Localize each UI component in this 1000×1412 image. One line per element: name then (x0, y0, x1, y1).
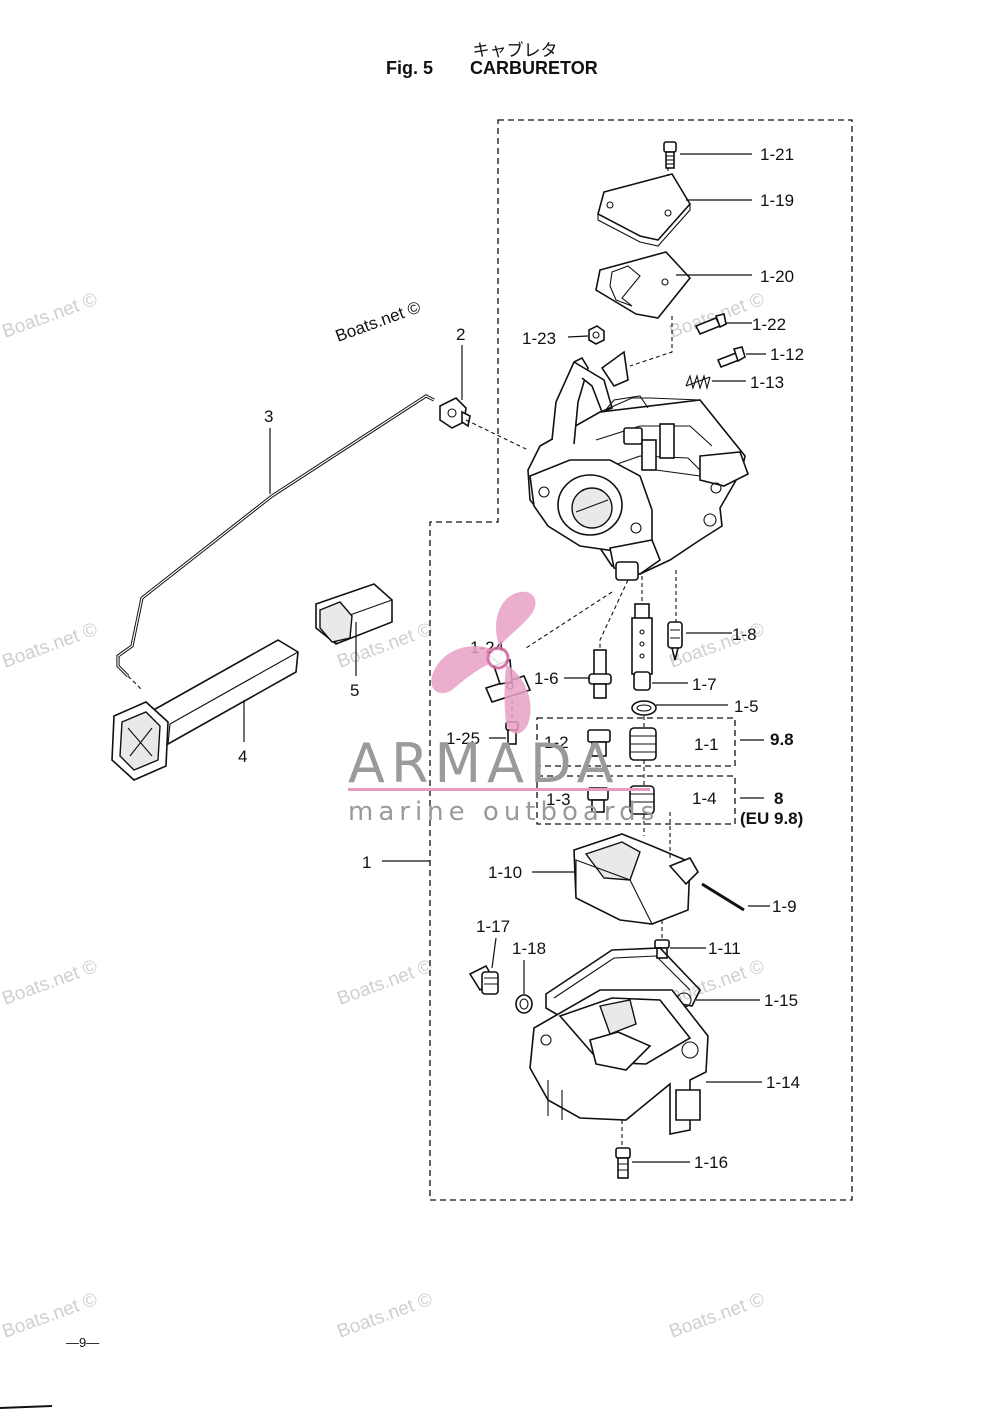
armada-watermark: ARMADA marine outboards (348, 732, 659, 827)
screw-1-12 (716, 346, 746, 369)
cover-plate-1-19 (597, 173, 691, 247)
scan-edge-line (0, 1405, 53, 1409)
page-number: —9— (66, 1335, 100, 1350)
propeller-logo-icon (431, 591, 536, 734)
label-1-5: 1-5 (734, 697, 759, 716)
screw-1-11 (654, 939, 670, 959)
watermark-boats: Boats.net © (0, 619, 100, 673)
label-1-25: 1-25 (446, 729, 480, 748)
carburetor-body (527, 350, 749, 581)
watermark-boats: Boats.net © (667, 1289, 768, 1343)
label-1-22: 1-22 (752, 315, 786, 334)
armada-stripe (348, 788, 650, 791)
main-nozzle-1-6 (588, 649, 612, 699)
label-3: 3 (264, 407, 273, 426)
label-1-2: 1-2 (544, 733, 569, 752)
drain-o-ring-1-18 (515, 994, 533, 1014)
label-1-14: 1-14 (766, 1073, 800, 1092)
leader-lines (127, 153, 770, 1163)
label-1-10: 1-10 (488, 863, 522, 882)
screw-1-22 (694, 313, 727, 336)
label-1-13: 1-13 (750, 373, 784, 392)
screw-1-21 (663, 141, 677, 169)
watermark-boats: Boats.net © (0, 289, 100, 343)
label-1-4: 1-4 (692, 789, 717, 808)
o-ring-1-5 (631, 700, 657, 716)
rod-clip-2 (439, 397, 471, 429)
figure-number: Fig. 5 (386, 58, 434, 78)
assembly-1-boundary (429, 119, 853, 1201)
needle-valve-1-8 (667, 621, 683, 661)
label-1-9: 1-9 (772, 897, 797, 916)
label-1: 1 (362, 853, 371, 872)
watermark-boats: Boats.net © (335, 1289, 436, 1343)
title-japanese: キャブレタ (472, 41, 558, 61)
main-jet-1-4 (629, 785, 655, 815)
label-1-8: 1-8 (732, 625, 757, 644)
float-bowl-1-14 (529, 989, 709, 1135)
callout-labels: 1-21 1-19 1-20 1-22 1-23 1-12 1-13 2 3 1… (238, 145, 804, 1172)
float-pin-1-9 (701, 882, 745, 912)
nut-1-23 (588, 325, 605, 345)
watermark-boats-dark: Boats.net © (333, 297, 424, 345)
figure-title: Fig. 5 CARBURETOR (386, 58, 598, 79)
label-1-3: 1-3 (546, 790, 571, 809)
armada-brand-subtext: marine outboards (348, 797, 659, 827)
label-1-15: 1-15 (764, 991, 798, 1010)
armada-brand-text: ARMADA (348, 732, 620, 795)
label-2: 2 (456, 325, 465, 344)
watermark-boats: Boats.net © (335, 956, 436, 1010)
drain-screw-1-17 (468, 964, 499, 995)
label-1-16: 1-16 (694, 1153, 728, 1172)
label-1-20: 1-20 (760, 267, 794, 286)
label-1-6: 1-6 (534, 669, 559, 688)
label-1-23: 1-23 (522, 329, 556, 348)
choke-knob-4 (111, 639, 299, 781)
emulsion-tube-1-7 (631, 603, 653, 691)
gasket-1-20 (595, 251, 692, 319)
main-jet-1-1 (629, 727, 657, 761)
pilot-jet-1-2 (587, 729, 611, 757)
float-1-10 (573, 833, 699, 925)
spring-1-13 (685, 374, 711, 391)
jet-kit-box-9-8 (536, 717, 736, 767)
screw-1-16 (615, 1147, 631, 1179)
label-1-21: 1-21 (760, 145, 794, 164)
label-model-9-8: 9.8 (770, 730, 794, 749)
label-1-18: 1-18 (512, 939, 546, 958)
label-model-8: 8 (774, 789, 783, 808)
label-4: 4 (238, 747, 247, 766)
label-1-7: 1-7 (692, 675, 717, 694)
label-1-19: 1-19 (760, 191, 794, 210)
label-1-17: 1-17 (476, 917, 510, 936)
label-1-12: 1-12 (770, 345, 804, 364)
figure-title-text: CARBURETOR (470, 58, 598, 78)
label-5: 5 (350, 681, 359, 700)
label-model-eu-9-8: (EU 9.8) (740, 809, 803, 828)
label-1-11: 1-11 (708, 939, 741, 958)
watermark-boats: Boats.net © (0, 956, 100, 1010)
jet-kit-box-8 (536, 775, 736, 825)
grommet-5 (315, 583, 393, 645)
label-1-1: 1-1 (694, 735, 719, 754)
